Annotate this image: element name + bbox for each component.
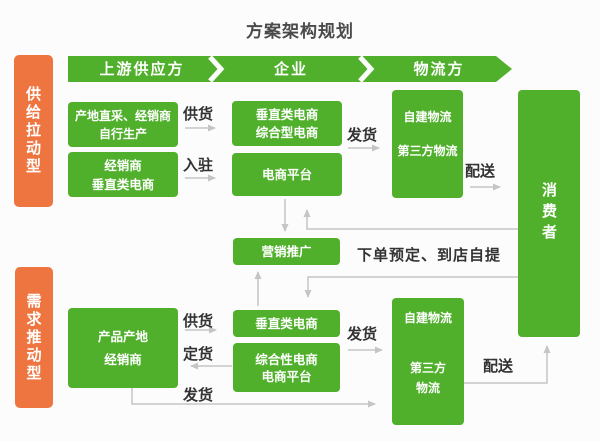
box-ecommerce-platform: 电商平台 — [232, 153, 342, 196]
box-logistics-top: 自建物流 第三方物流 — [392, 90, 463, 198]
box-product-origin-distributor: 产品产地 经销商 — [68, 308, 178, 388]
edge-label-order-pickup: 下单预定、到店自提 — [357, 246, 502, 264]
stage-ribbon: 上游供应方 企业 物流方 — [68, 56, 512, 82]
ribbon-label-upstream-supplier: 上游供应方 — [99, 60, 185, 78]
box-vertical-comprehensive-ecommerce: 垂直类电商 综合型电商 — [232, 101, 342, 146]
line-consumer-order-to-platform — [303, 209, 518, 230]
edge-label-enter: 入驻 — [183, 156, 214, 174]
chevron-separator-icon — [357, 56, 375, 82]
box-logistics-bottom: 自建物流 第三方 物流 — [392, 298, 464, 425]
ribbon-label-logistics: 物流方 — [413, 60, 465, 78]
edge-label-supply-top: 供货 — [183, 105, 214, 123]
edge-label-ship-top: 发货 — [347, 126, 378, 144]
chevron-separator-icon — [207, 56, 225, 82]
side-label-demand-push: 需求推动型 — [15, 267, 53, 408]
box-vertical-ecommerce-bottom: 垂直类电商 — [233, 310, 340, 337]
box-marketing-promotion: 营销推广 — [233, 238, 340, 265]
edge-label-order-bottom: 定货 — [183, 345, 214, 363]
edge-label-deliver-top: 配送 — [465, 162, 496, 180]
page-title: 方案架构规划 — [246, 22, 354, 42]
edge-label-supply-bottom: 供货 — [183, 312, 214, 330]
ribbon-label-enterprise: 企业 — [273, 60, 308, 78]
box-consumer: 消费者 — [518, 90, 580, 337]
box-distributor-vertical-ecommerce: 经销商 垂直类电商 — [68, 152, 178, 197]
line-consumer-order-to-vertical — [304, 276, 518, 298]
side-label-supply-pull: 供给拉动型 — [14, 55, 53, 207]
edge-label-ship-bottom-left: 发货 — [183, 386, 214, 404]
edge-label-ship-bottom-mid: 发货 — [347, 325, 378, 343]
edge-label-deliver-bottom: 配送 — [483, 357, 514, 375]
box-comprehensive-ecommerce-platform: 综合性电商 电商平台 — [233, 343, 340, 392]
box-origin-direct-purchase: 产地直采、经销商 自行生产 — [68, 102, 178, 147]
